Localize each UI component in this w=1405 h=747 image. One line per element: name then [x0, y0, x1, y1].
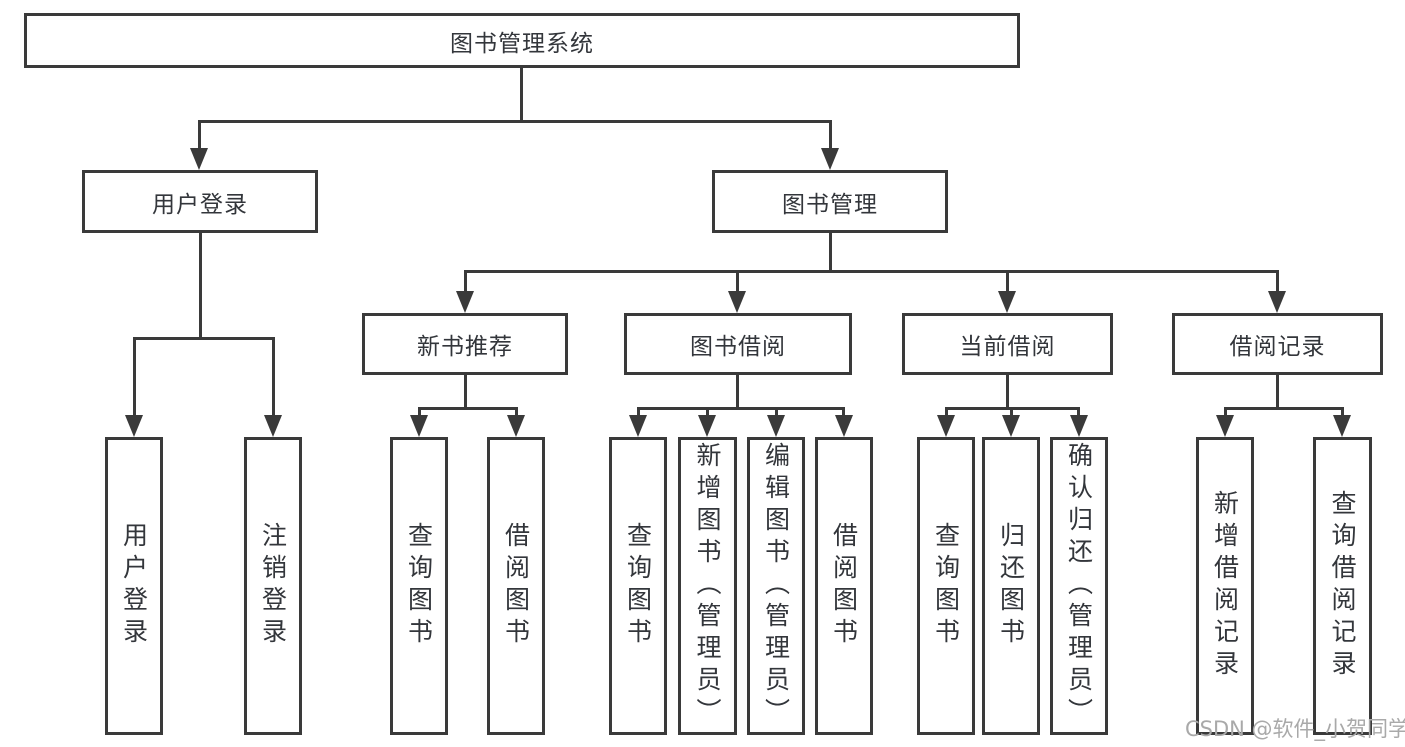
arrow-to-book-borrowing [728, 291, 746, 313]
arrow-to-cb-return [1002, 415, 1020, 437]
connector-drop-leaf-logout [272, 337, 275, 417]
leaf-label: 用户登录 [119, 522, 149, 650]
connector-drop-br-query [1341, 407, 1344, 417]
leaf-label: 借阅图书 [501, 522, 531, 650]
leaf-label: 查询图书 [404, 522, 434, 650]
leaf-bb-query-books: 查询图书 [609, 437, 667, 735]
connector-drop-bb-query [637, 407, 640, 417]
leaf-label: 查询图书 [623, 522, 653, 650]
connector-drop-new-books [464, 270, 467, 293]
arrow-to-new-books [456, 291, 474, 313]
connector-drop-current-borrowing [1006, 270, 1009, 293]
connector-new-books-bar [418, 407, 518, 410]
leaf-cb-query-books: 查询图书 [917, 437, 975, 735]
connector-drop-cb-confirm [1077, 407, 1080, 417]
arrow-to-bb-add [698, 415, 716, 437]
leaf-label: 注销登录 [258, 522, 288, 650]
leaf-bb-add-books-admin: 新增图书（管理员） [678, 437, 737, 735]
leaf-label: 确认归还（管理员） [1064, 442, 1094, 730]
node-current-borrowing: 当前借阅 [902, 313, 1113, 375]
connector-borrow-records-bar [1224, 407, 1344, 410]
leaf-label: 新增图书（管理员） [693, 442, 722, 730]
leaf-cb-confirm-return-admin: 确认归还（管理员） [1050, 437, 1108, 735]
arrow-to-leaf-logout [264, 415, 282, 437]
leaf-nb-borrow-books: 借阅图书 [487, 437, 545, 735]
connector-drop-book-management [829, 120, 832, 150]
leaf-br-add-record: 新增借阅记录 [1196, 437, 1254, 735]
connector-drop-bb-add [706, 407, 709, 417]
arrow-to-borrow-records [1268, 291, 1286, 313]
connector-root-trunk [520, 68, 523, 120]
connector-drop-cb-return [1010, 407, 1013, 417]
connector-drop-leaf-user-login [133, 337, 136, 417]
connector-drop-br-add [1224, 407, 1227, 417]
node-book-management: 图书管理 [712, 170, 948, 233]
arrow-to-bb-query [629, 415, 647, 437]
leaf-bb-borrow-books: 借阅图书 [815, 437, 873, 735]
node-user-login-branch: 用户登录 [82, 170, 318, 233]
arrow-to-br-query [1333, 415, 1351, 437]
leaf-logout: 注销登录 [244, 437, 302, 735]
arrow-to-cb-confirm [1070, 415, 1088, 437]
connector-drop-bb-borrow [842, 407, 845, 417]
connector-book-mgmt-trunk [829, 233, 832, 270]
connector-drop-nb-query [418, 407, 421, 417]
node-label: 用户登录 [152, 191, 248, 218]
arrow-to-cb-query [937, 415, 955, 437]
node-label: 当前借阅 [959, 334, 1056, 360]
arrow-to-user-login [190, 148, 208, 170]
node-label: 图书借阅 [690, 334, 786, 360]
connector-book-borrowing-trunk [736, 375, 739, 407]
arrow-to-leaf-user-login [125, 415, 143, 437]
leaf-label: 借阅图书 [829, 522, 859, 650]
arrow-to-book-management [821, 148, 839, 170]
arrow-to-bb-borrow [835, 415, 853, 437]
connector-drop-book-borrowing [736, 270, 739, 293]
leaf-cb-return-books: 归还图书 [982, 437, 1040, 735]
node-label: 图书管理系统 [450, 30, 594, 57]
leaf-br-query-record: 查询借阅记录 [1313, 437, 1372, 735]
arrow-to-nb-borrow [507, 415, 525, 437]
connector-new-books-trunk [464, 375, 467, 407]
connector-level1-bar [198, 120, 832, 123]
node-label: 新书推荐 [417, 334, 513, 360]
connector-user-login-trunk [199, 233, 202, 337]
arrow-to-current-borrowing [998, 291, 1016, 313]
leaf-label: 新增借阅记录 [1210, 490, 1240, 682]
leaf-bb-edit-books-admin: 编辑图书（管理员） [747, 437, 805, 735]
connector-level3-bar [464, 270, 1279, 273]
connector-drop-borrow-records [1276, 270, 1279, 293]
leaf-label: 查询借阅记录 [1328, 490, 1357, 682]
node-label: 借阅记录 [1229, 334, 1326, 360]
arrow-to-br-add [1216, 415, 1234, 437]
connector-borrow-records-trunk [1276, 375, 1279, 407]
node-library-management-system: 图书管理系统 [24, 13, 1020, 68]
connector-current-borrowing-trunk [1006, 375, 1009, 407]
leaf-label: 编辑图书（管理员） [761, 442, 791, 730]
arrow-to-nb-query [410, 415, 428, 437]
node-label: 图书管理 [782, 191, 878, 218]
connector-user-login-bar [133, 337, 275, 340]
connector-drop-cb-query [945, 407, 948, 417]
leaf-nb-query-books: 查询图书 [390, 437, 448, 735]
leaf-label: 归还图书 [996, 522, 1026, 650]
connector-drop-bb-edit [775, 407, 778, 417]
leaf-label: 查询图书 [931, 522, 961, 650]
leaf-user-login: 用户登录 [105, 437, 163, 735]
node-borrowing-records: 借阅记录 [1172, 313, 1383, 375]
csdn-watermark: CSDN @软件_小贺同学 [1185, 717, 1405, 741]
node-book-borrowing: 图书借阅 [624, 313, 852, 375]
connector-book-borrowing-bar [637, 407, 845, 410]
node-new-book-recommendation: 新书推荐 [362, 313, 568, 375]
arrow-to-bb-edit [767, 415, 785, 437]
connector-drop-user-login [198, 120, 201, 150]
connector-drop-nb-borrow [515, 407, 518, 417]
